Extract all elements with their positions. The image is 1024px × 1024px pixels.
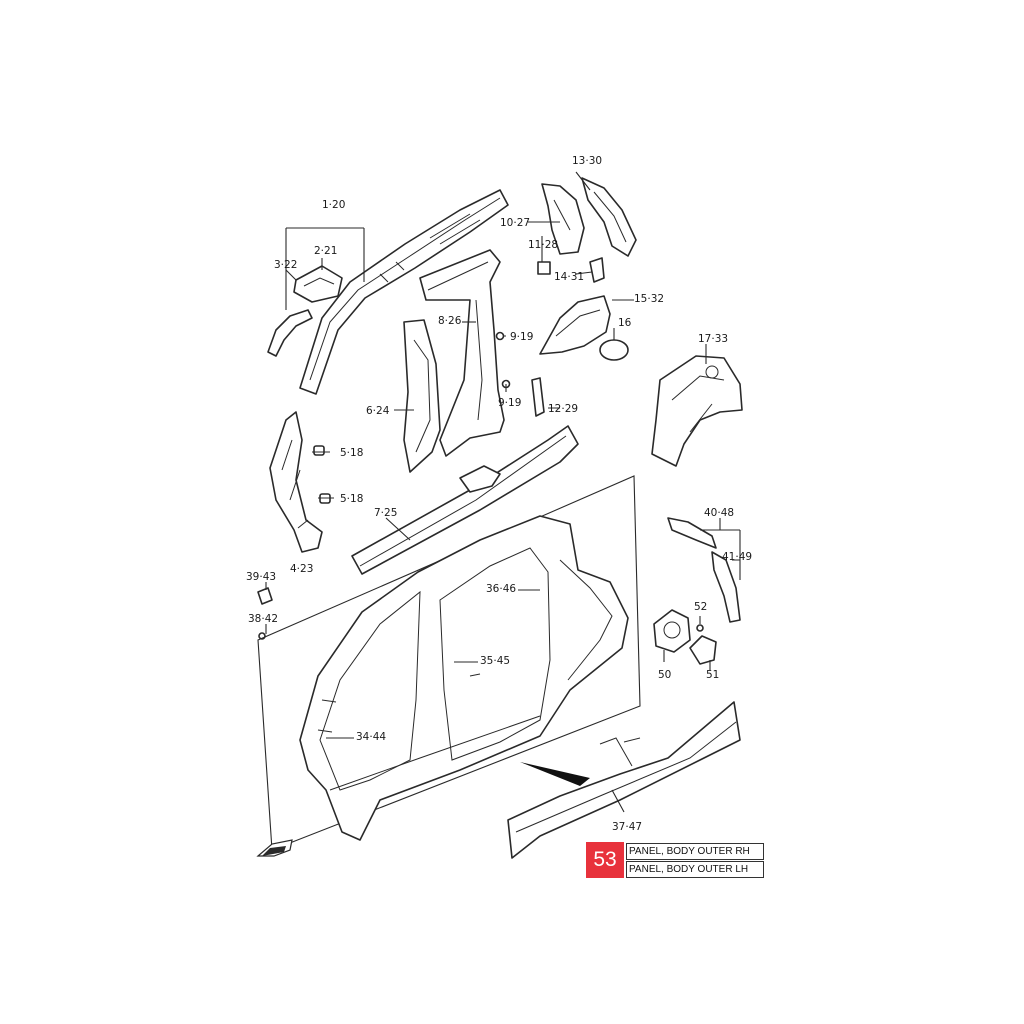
- callout-15-32: 15·32: [634, 293, 664, 305]
- direction-arrow-icon: [520, 762, 590, 786]
- part-13-30-reinforcement: [581, 177, 637, 257]
- part-51-fuel-lid: [689, 635, 717, 665]
- part-11-28-block: [537, 261, 551, 275]
- callout-37-47: 37·47: [612, 821, 642, 833]
- callout-5-18-lower: 5·18: [340, 493, 363, 505]
- callout-36-46: 36·46: [486, 583, 516, 595]
- callout-39-43: 39·43: [246, 571, 276, 583]
- callout-labels: 1·20 2·21 3·22 4·23 5·18 5·18 6·24 7·25 …: [246, 155, 752, 833]
- reference-label-lh: PANEL, BODY OUTER LH: [626, 861, 764, 878]
- callout-40-48: 40·48: [704, 507, 734, 519]
- part-10-27-bracket: [541, 183, 585, 255]
- callout-12-29: 12·29: [548, 403, 578, 415]
- part-17-33-quarter-inner: [651, 355, 743, 467]
- callout-17-33: 17·33: [698, 333, 728, 345]
- callout-34-44: 34·44: [356, 731, 386, 743]
- reference-number-badge: 53: [586, 842, 624, 878]
- callout-50: 50: [658, 669, 671, 681]
- callout-13-30: 13·30: [572, 155, 602, 167]
- callout-8-26: 8·26: [438, 315, 462, 327]
- callout-38-42: 38·42: [248, 613, 278, 625]
- part-50-fuel-housing: [653, 609, 691, 653]
- part-7-25-rocker-rail: [351, 425, 579, 575]
- part-3-22-strip: [267, 309, 313, 357]
- leader-lines: [265, 171, 741, 869]
- part-41-49-strip: [711, 551, 741, 623]
- part-4-23-reinforcement: [269, 411, 323, 553]
- part-8-26-pillar-outer: [419, 249, 505, 457]
- callout-2-21: 2·21: [314, 245, 337, 257]
- part-6-24-pillar-inner: [403, 319, 441, 473]
- callout-35-45: 35·45: [480, 655, 510, 667]
- reference-label-rh: PANEL, BODY OUTER RH: [626, 843, 764, 860]
- callout-9-19-lower: 9·19: [498, 397, 521, 409]
- part-39-43-clip: [257, 587, 273, 605]
- callout-52: 52: [694, 601, 707, 613]
- part-1-20-pillar-rail: [299, 189, 509, 395]
- callout-14-31: 14·31: [554, 271, 584, 283]
- callout-6-24: 6·24: [366, 405, 390, 417]
- callout-41-49: 41·49: [722, 551, 752, 563]
- callout-51: 51: [706, 669, 719, 681]
- part-9-19-clip-upper: [495, 331, 505, 341]
- callout-11-28: 11·28: [528, 239, 558, 251]
- callout-10-27: 10·27: [500, 217, 530, 229]
- part-body-outer-panel: [299, 515, 629, 841]
- front-direction-arrow-icon: [256, 839, 293, 857]
- reference-callout: 53 PANEL, BODY OUTER RH PANEL, BODY OUTE…: [586, 842, 764, 878]
- callout-16: 16: [618, 317, 632, 329]
- part-15-32-wheelhouse: [539, 295, 611, 355]
- part-37-47-side-sill: [507, 701, 741, 859]
- callout-4-23: 4·23: [290, 563, 313, 575]
- part-14-31-bracket: [589, 257, 605, 283]
- callout-3-22: 3·22: [274, 259, 297, 271]
- callout-7-25: 7·25: [374, 507, 397, 519]
- part-52-clip: [696, 624, 704, 632]
- part-2-21-bracket: [293, 265, 343, 303]
- part-40-48-strip: [667, 517, 717, 549]
- callout-9-19-upper: 9·19: [510, 331, 533, 343]
- callout-1-20: 1·20: [322, 199, 345, 211]
- callout-5-18-upper: 5·18: [340, 447, 363, 459]
- part-16-cap: [599, 339, 629, 361]
- part-5-18-grommet-upper: [313, 445, 325, 456]
- part-12-29-bracket: [531, 377, 545, 417]
